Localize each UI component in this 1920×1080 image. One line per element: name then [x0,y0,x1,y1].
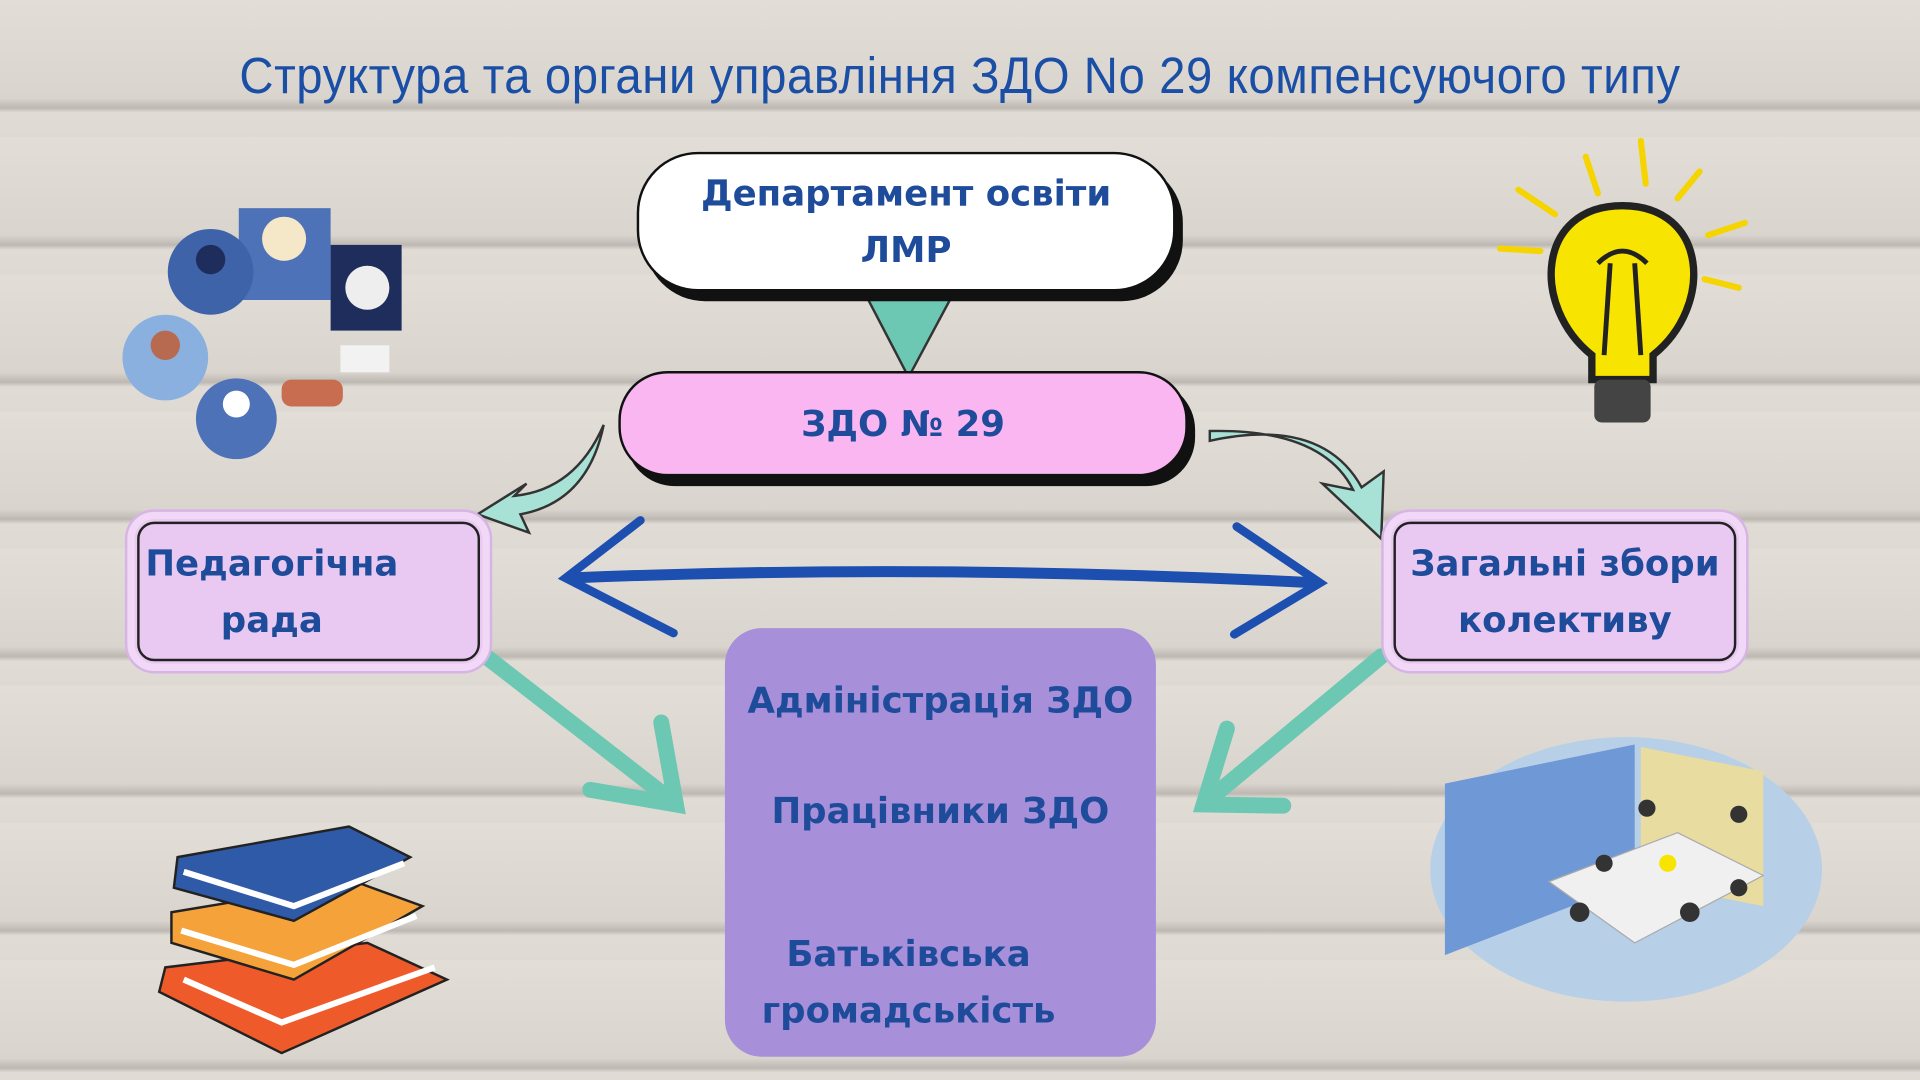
institution-label: ЗДО № 29 [801,402,1006,445]
general-line1: Загальні збори [1410,542,1720,585]
pedagogical-line2: рада [220,598,323,641]
people-network-icon [122,208,402,460]
pedagogical-line1: Педагогічна [145,542,399,585]
page-title: Структура та органи управління ЗДО No 29… [239,46,1681,105]
department-line1: Департамент освіти [700,172,1112,215]
department-line2: ЛМР [860,228,952,271]
parents-line1: Батьківська [786,933,1031,975]
general-line2: колективу [1458,598,1672,641]
meeting-room-icon [1430,737,1823,1002]
curved-arrow-left-icon [474,424,605,535]
administration-label: Адміністрація ЗДО [747,679,1134,722]
parents-label: Батьківська громадськість [749,926,1067,1039]
books-icon [157,825,450,1055]
general-meeting-box: Загальні збори колективу [1383,511,1747,672]
curved-arrow-right-icon [1208,429,1385,542]
institution-box: ЗДО № 29 [618,371,1188,477]
workers-label: Працівники ЗДО [771,789,1110,832]
lightbulb-icon [1496,137,1748,423]
parents-line2: громадськість [761,989,1056,1032]
center-box: Адміністрація ЗДО Працівники ЗДО Батьків… [724,628,1156,1057]
pedagogical-council-box: Педагогічна рада [127,511,490,672]
diagonal-arrows-icon [479,648,1390,815]
down-arrow-icon [861,288,958,380]
double-arrow-icon [557,516,1328,639]
